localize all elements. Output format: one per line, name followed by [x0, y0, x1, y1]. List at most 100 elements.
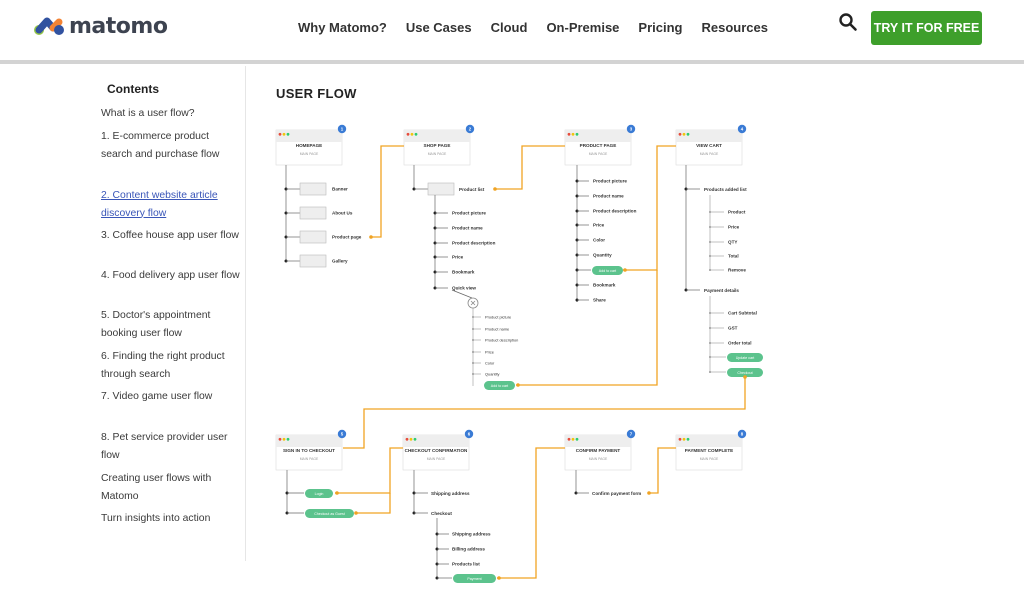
nav-use-cases[interactable]: Use Cases	[405, 20, 472, 35]
screen-titlebar	[276, 130, 342, 142]
product-item-label: Product name	[593, 194, 624, 199]
toc-item-content-website[interactable]: 2. Content website article discovery flo…	[101, 190, 218, 219]
product-item-label: Color	[593, 238, 605, 243]
update-cart-pill	[727, 353, 763, 362]
toc-item-finding-product[interactable]: 6. Finding the right product through sea…	[101, 351, 225, 380]
cart-item-label: Product	[728, 210, 746, 215]
wireframe-box	[427, 182, 455, 196]
step-badge	[337, 124, 347, 134]
window-dot-yellow	[282, 437, 286, 441]
toc-item-pet-service[interactable]: 8. Pet service provider user flow	[101, 432, 228, 461]
checkout-item-label: Checkout	[431, 511, 452, 516]
checkout-pill-label: Checkout	[737, 371, 752, 375]
flow-connector-quickview-to-cart	[516, 270, 658, 386]
wireframe-box	[299, 206, 327, 220]
screen-titlebar	[404, 130, 470, 142]
window-dot-red	[567, 437, 571, 441]
logo[interactable]: matomo	[33, 14, 168, 39]
step-badge	[737, 429, 747, 439]
window-dot-green	[575, 132, 579, 136]
toc-item-coffee-house[interactable]: 3. Coffee house app user flow	[101, 230, 239, 241]
cart-item-label: Remove	[728, 268, 746, 273]
product-item-label: Product picture	[593, 179, 627, 184]
matomo-logo-icon	[34, 17, 64, 35]
shop-item-label: Product description	[452, 241, 496, 246]
cart-item-label: GST	[728, 326, 738, 331]
nav-cloud[interactable]: Cloud	[490, 20, 528, 35]
flow-connector-guest-to-confirmation	[356, 493, 391, 514]
toc-item-ecommerce[interactable]: 1. E-commerce product search and purchas…	[101, 131, 220, 160]
homepage-item-label: Product page	[332, 235, 362, 240]
screen-titlebar	[676, 435, 742, 447]
screen-titlebar	[403, 435, 469, 447]
window-dot-red	[567, 132, 571, 136]
step-badge-number: 4	[741, 127, 744, 132]
product-add-to-cart-pill-label: Add to cart	[599, 269, 616, 273]
screen-subtitle: MAIN PAGE	[300, 152, 319, 156]
cart-group-label: Products added list	[704, 187, 747, 192]
window-dot-yellow	[571, 437, 575, 441]
payment-pill-label: Payment	[467, 577, 481, 581]
flow-node	[516, 383, 520, 387]
nav-why-matomo[interactable]: Why Matomo?	[298, 20, 387, 35]
window-dot-red	[678, 437, 682, 441]
checkout-sub-label: Products list	[452, 562, 480, 567]
window-dot-yellow	[571, 132, 575, 136]
toc-item-what-is-user-flow[interactable]: What is a user flow?	[101, 108, 195, 119]
try-free-button[interactable]: TRY IT FOR FREE	[871, 11, 982, 45]
quickview-item-label: Product picture	[485, 314, 511, 319]
screen-title: PRODUCT PAGE	[580, 143, 617, 148]
table-of-contents: Contents What is a user flow? 1. E-comme…	[86, 66, 246, 561]
checkout-item-label: Shipping address	[431, 491, 470, 496]
checkout-guest-pill-label: Checkout as Guest	[314, 512, 345, 516]
nav-pricing[interactable]: Pricing	[638, 20, 683, 35]
toc-item-turn-insights[interactable]: Turn insights into action	[101, 513, 211, 524]
window-dot-red	[678, 132, 682, 136]
window-dot-red	[278, 132, 282, 136]
toc-item-creating-flows[interactable]: Creating user flows with Matomo	[101, 473, 212, 502]
flow-connector-home-to-shop	[371, 145, 404, 238]
screen-subtitle: MAIN PAGE	[589, 457, 608, 461]
confirm-item-label: Confirm payment form	[592, 491, 641, 496]
payment-pill	[453, 574, 496, 583]
product-after-label: Bookmark	[593, 283, 616, 288]
nav-on-premise[interactable]: On-Premise	[546, 20, 620, 35]
step-badge	[464, 429, 474, 439]
screen-titlebar	[565, 130, 631, 142]
product-item-label: Quantity	[593, 253, 612, 258]
window-dot-yellow	[282, 132, 286, 136]
checkout-pill	[727, 368, 763, 377]
step-badge	[737, 124, 747, 134]
quickview-item-label: Product description	[485, 337, 518, 342]
step-badge-number: 8	[741, 432, 744, 437]
screen-titlebar	[565, 435, 631, 447]
screen-subtitle: MAIN PAGE	[700, 457, 719, 461]
screen-subtitle: MAIN PAGE	[300, 457, 319, 461]
nav-resources[interactable]: Resources	[701, 20, 768, 35]
homepage-item-label: Gallery	[332, 259, 348, 264]
main-nav: Why Matomo? Use Cases Cloud On-Premise P…	[298, 20, 787, 35]
flow-connector-cart-to-signin	[343, 377, 746, 449]
toc-item-food-delivery[interactable]: 4. Food delivery app user flow	[101, 270, 240, 281]
screen-title: PAYMENT COMPLETE	[685, 448, 734, 453]
shop-item-label: Product picture	[452, 211, 486, 216]
toc-item-video-game[interactable]: 7. Video game user flow	[101, 391, 213, 402]
window-dot-yellow	[410, 132, 414, 136]
flow-connector-shop-to-product	[495, 145, 565, 190]
site-header: matomo Why Matomo? Use Cases Cloud On-Pr…	[0, 0, 1024, 60]
quickview-item-label: Price	[485, 349, 494, 354]
flow-connector-confirm-to-complete	[649, 447, 676, 494]
product-add-to-cart-pill	[592, 266, 623, 275]
window-dot-green	[686, 132, 690, 136]
screen-title: SHOP PAGE	[424, 143, 451, 148]
search-icon[interactable]	[838, 12, 858, 32]
homepage-item-label: Banner	[332, 187, 348, 192]
screen-title: HOMEPAGE	[296, 143, 322, 148]
product-item-label: Price	[593, 223, 605, 228]
cart-item-label: Total	[728, 254, 739, 259]
window-dot-yellow	[409, 437, 413, 441]
toc-item-doctor-appointment[interactable]: 5. Doctor's appointment booking user flo…	[101, 310, 211, 339]
window-dot-green	[286, 437, 290, 441]
step-badge-number: 2	[469, 127, 472, 132]
